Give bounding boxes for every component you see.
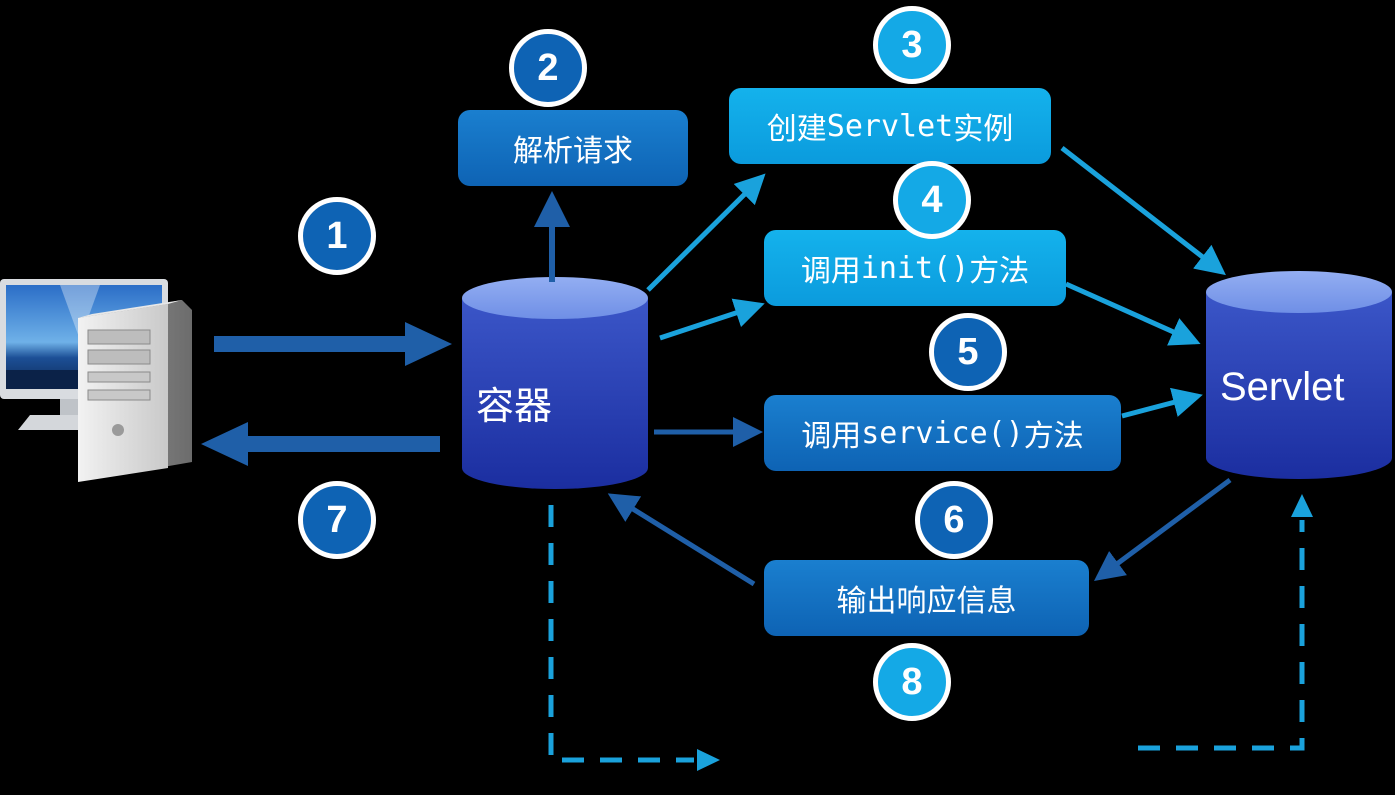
destroy-dashed-left	[548, 505, 720, 771]
container-cylinder	[462, 277, 648, 489]
desktop-computer-icon	[0, 279, 192, 482]
servlet-label: Servlet	[1220, 365, 1345, 409]
destroy-dashed-right	[1138, 494, 1313, 751]
output-response-label: 输出响应信息	[836, 584, 1017, 619]
step-badge-6: 6	[915, 481, 993, 559]
create-instance-prefix: 创建	[766, 112, 827, 147]
container-label: 容器	[476, 384, 553, 428]
instance-to-servlet-arrow	[1060, 146, 1226, 276]
step-badge-4: 4	[893, 161, 971, 239]
output-to-container-arrow	[607, 493, 756, 587]
parse-request-box: 解析请求	[458, 110, 688, 186]
call-init-prefix: 调用	[800, 254, 861, 289]
servlet-to-output-arrow	[1093, 477, 1232, 581]
create-instance-suffix: 实例	[953, 112, 1014, 147]
service-to-servlet-arrow	[1121, 387, 1203, 419]
call-service-suffix: 方法	[1023, 419, 1084, 454]
call-service-code: service()	[861, 415, 1024, 451]
step-badge-3: 3	[873, 6, 951, 84]
call-init-code: init()	[860, 250, 970, 286]
call-init-arrow	[659, 298, 765, 341]
parse-request-label: 解析请求	[513, 134, 633, 169]
create-instance-code: Servlet	[826, 108, 954, 144]
output-response-box: 输出响应信息	[764, 560, 1089, 636]
servlet-cylinder	[1206, 271, 1392, 479]
step-badge-8: 8	[873, 643, 951, 721]
request-arrow	[214, 322, 452, 366]
step-badge-2: 2	[509, 29, 587, 107]
create-instance-arrow	[646, 173, 766, 292]
step-badge-5: 5	[929, 313, 1007, 391]
call-init-suffix: 方法	[969, 254, 1030, 289]
init-to-servlet-arrow	[1064, 281, 1201, 346]
step-badge-7: 7	[298, 481, 376, 559]
response-arrow	[201, 422, 440, 466]
step-badge-1: 1	[298, 197, 376, 275]
call-service-prefix: 调用	[801, 419, 862, 454]
